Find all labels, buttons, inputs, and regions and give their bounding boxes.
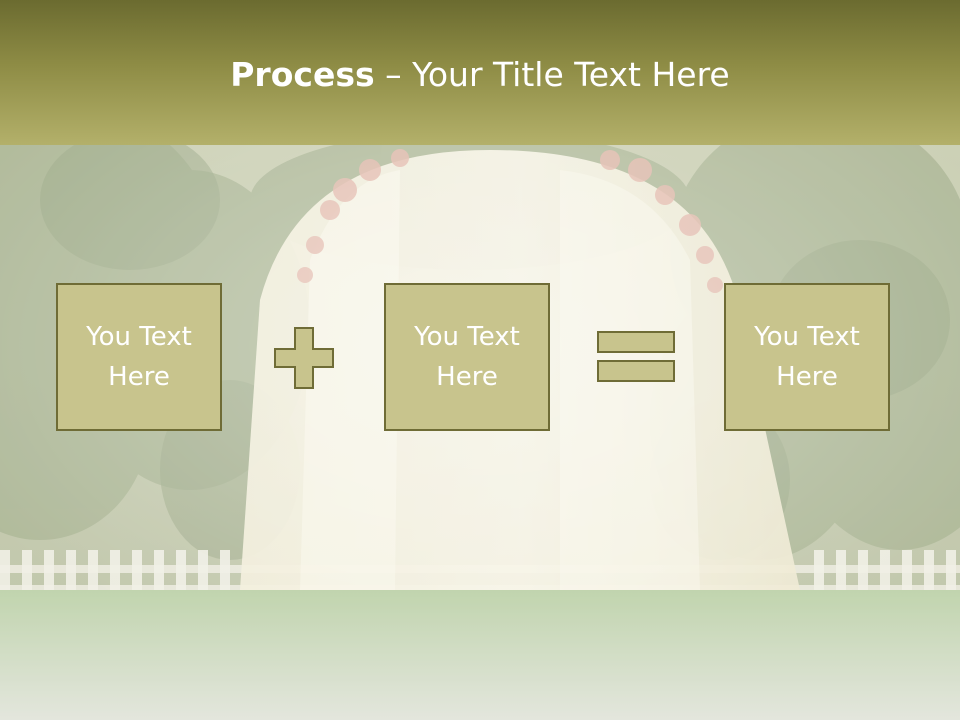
text-box-2-label: You Text Here xyxy=(414,322,520,392)
title-bar: Process – Your Title Text Here xyxy=(0,0,960,145)
title-rest: – Your Title Text Here xyxy=(374,55,730,94)
text-box-1[interactable]: You Text Here xyxy=(56,283,222,431)
equals-icon xyxy=(597,331,675,382)
text-box-3[interactable]: You Text Here xyxy=(724,283,890,431)
plus-icon xyxy=(274,327,334,389)
title-bold: Process xyxy=(230,55,375,94)
text-box-2[interactable]: You Text Here xyxy=(384,283,550,431)
slide-title: Process – Your Title Text Here xyxy=(0,52,960,98)
text-box-3-label: You Text Here xyxy=(754,322,860,392)
text-box-1-label: You Text Here xyxy=(86,322,192,392)
